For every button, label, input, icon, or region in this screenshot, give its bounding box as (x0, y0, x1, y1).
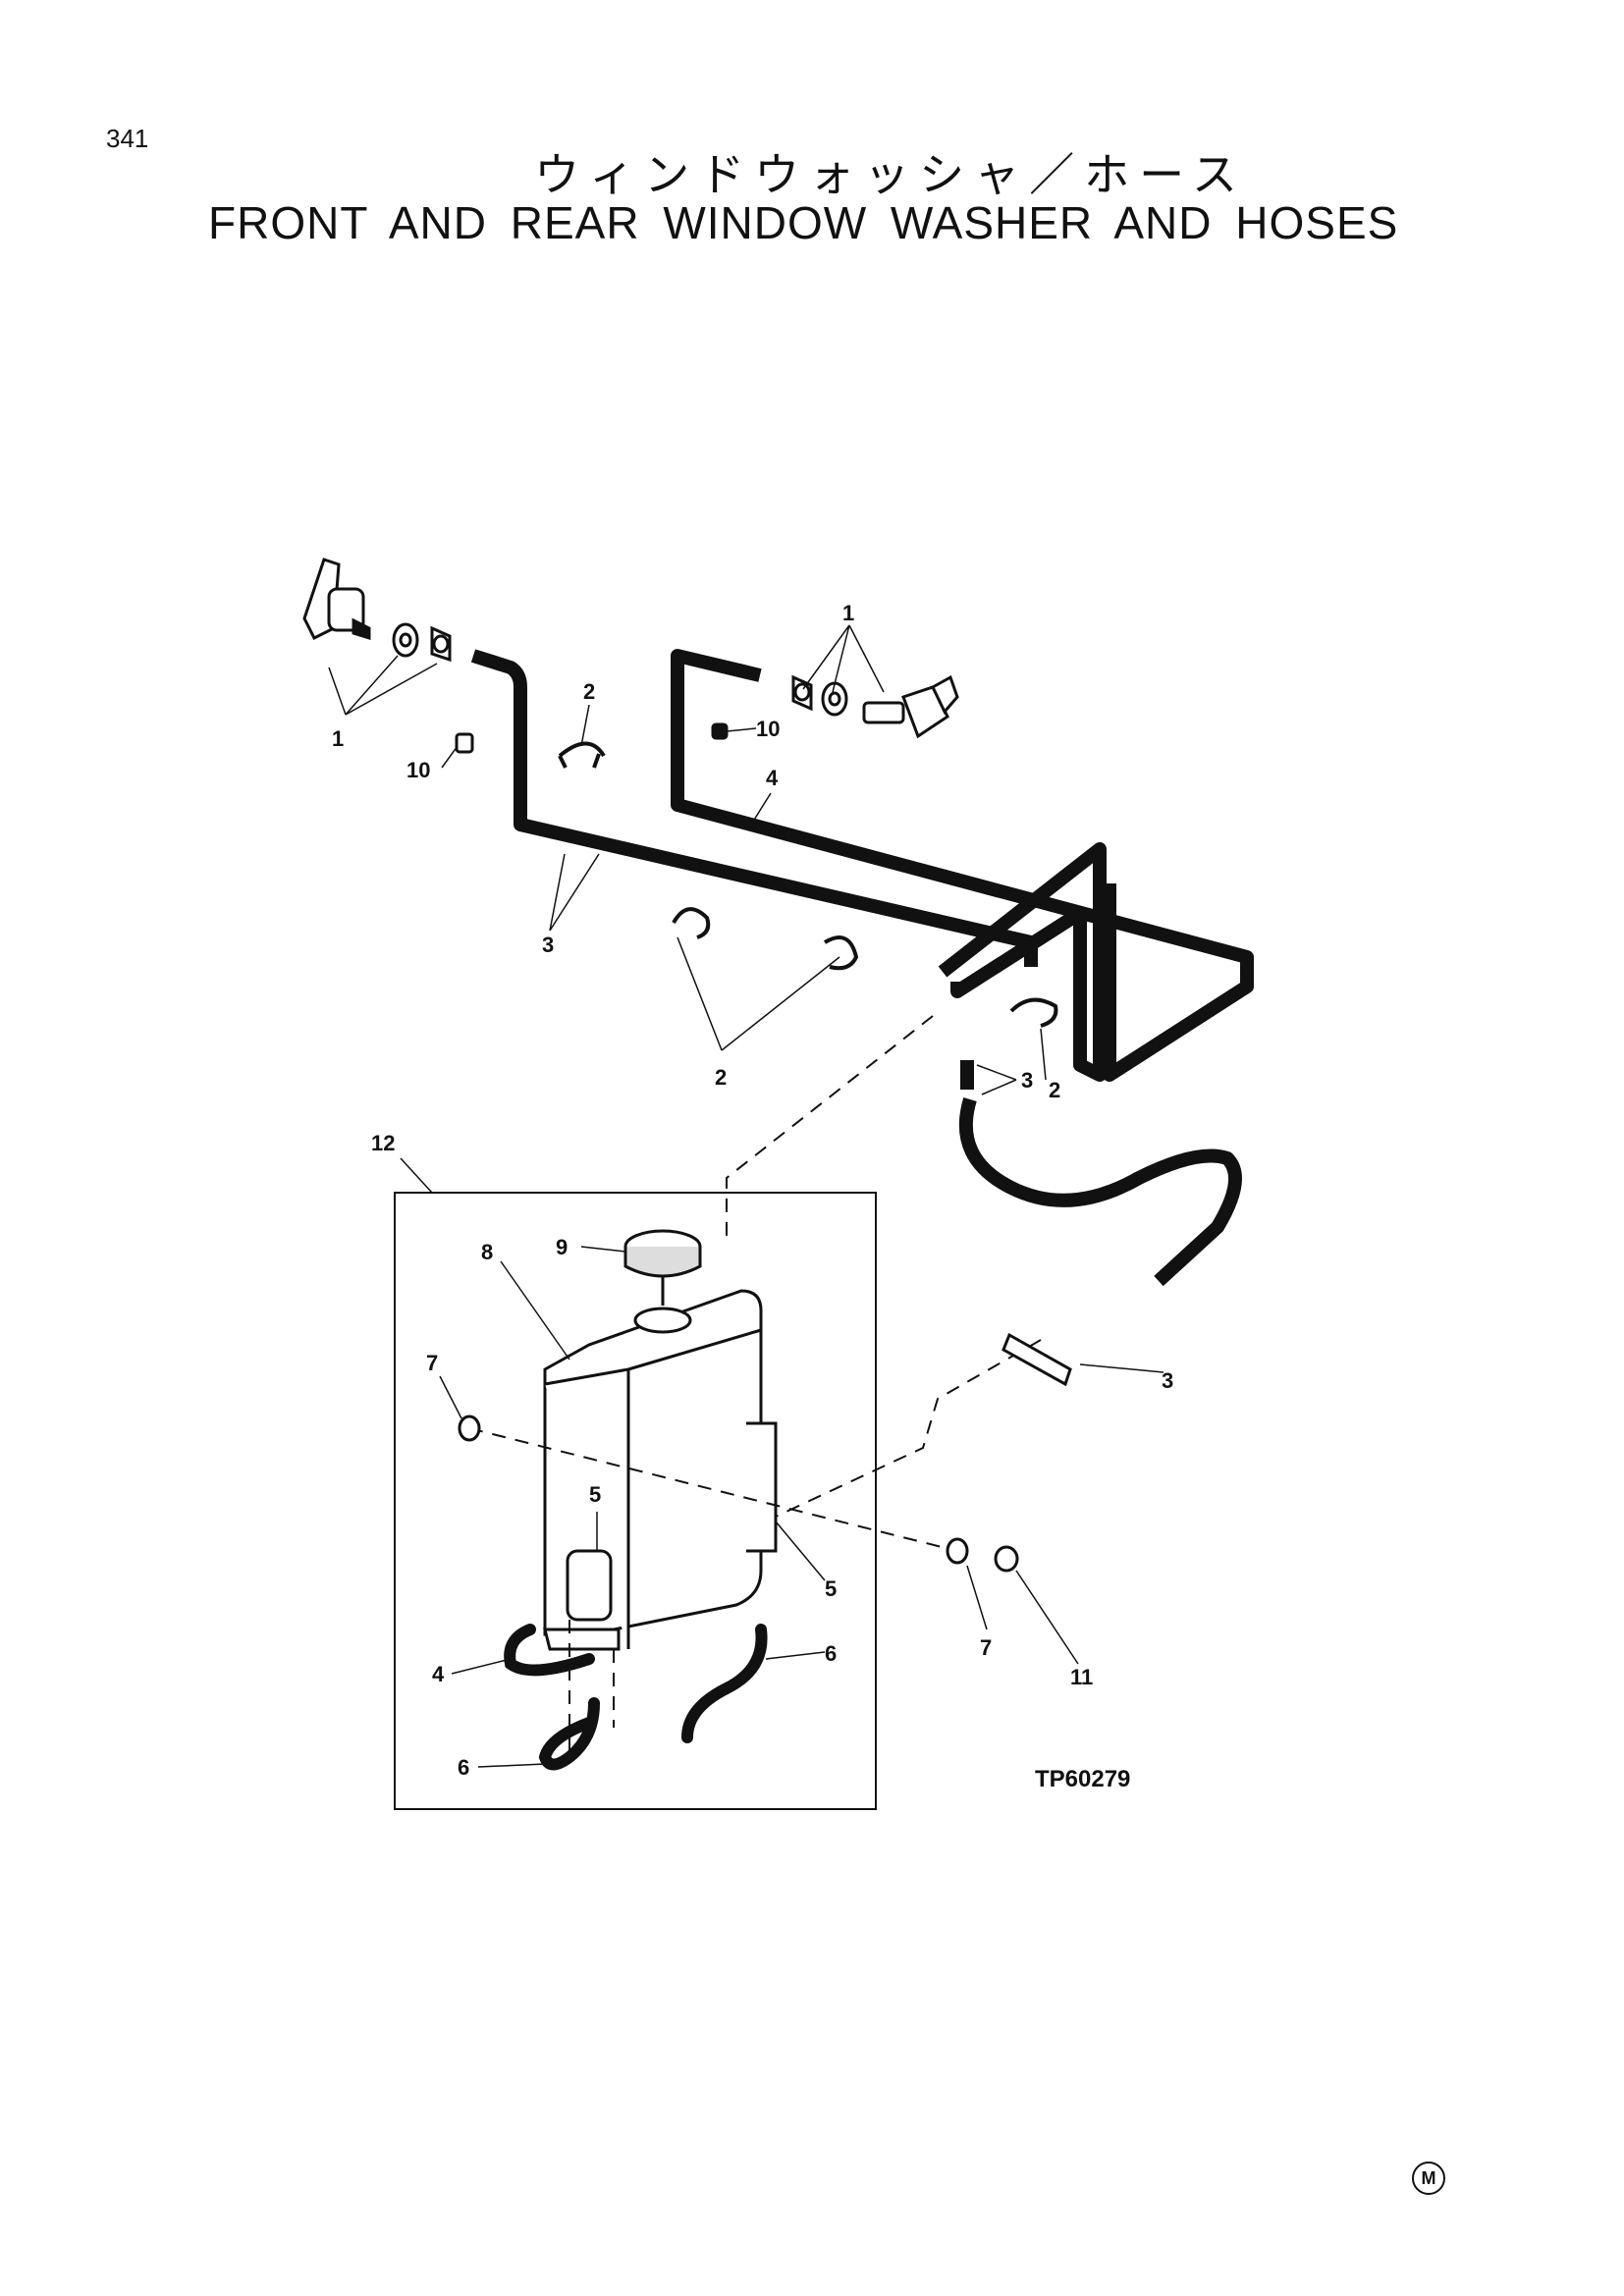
callout-7-right: 7 (980, 1635, 992, 1660)
title-english: FRONT AND REAR WINDOW WASHER AND HOSES (208, 197, 1399, 248)
tank-hoses (504, 1624, 768, 1771)
callout-leaders (328, 624, 1164, 1768)
reservoir-box (394, 1192, 877, 1810)
callout-3-right: 3 (1021, 1068, 1033, 1093)
callout-11: 11 (1070, 1665, 1093, 1689)
callout-9: 9 (556, 1235, 568, 1259)
callout-6-bottom: 6 (458, 1755, 469, 1780)
callout-2-lower: 2 (715, 1065, 727, 1090)
callout-12: 12 (371, 1131, 395, 1155)
callout-10-right: 10 (756, 717, 780, 741)
check-valve-group (455, 722, 729, 754)
callout-1-left: 1 (332, 726, 344, 751)
title-japanese: ウィンドウォッシャ／ホース (534, 148, 1247, 201)
callout-1-right: 1 (842, 601, 854, 625)
right-nozzle-group (791, 674, 959, 739)
callout-3-upper: 3 (542, 933, 554, 957)
callout-2-right: 2 (1049, 1078, 1060, 1102)
callout-4-lower: 4 (432, 1662, 445, 1686)
callout-labels: 1 1 2 10 10 4 3 2 3 2 12 9 8 7 5 5 3 7 1… (332, 601, 1173, 1792)
grommet-group (458, 1332, 1072, 1573)
callout-7-left: 7 (426, 1351, 438, 1375)
callout-3-lower: 3 (1162, 1368, 1173, 1393)
callout-6-right: 6 (825, 1641, 837, 1666)
registered-mark-icon: M (1412, 2162, 1445, 2195)
hose-clips (558, 741, 1058, 1028)
left-nozzle-group (302, 558, 452, 663)
figure-code: TP60279 (1035, 1766, 1130, 1792)
upper-hose-assembly (470, 649, 1254, 1287)
callout-4-upper: 4 (766, 766, 779, 790)
callout-2-top: 2 (583, 679, 595, 704)
dashed-leaders (468, 1015, 1042, 1757)
washer-tank (543, 1229, 778, 1651)
callout-8: 8 (481, 1240, 493, 1264)
callout-5-right: 5 (825, 1576, 837, 1601)
callout-5-top: 5 (589, 1482, 601, 1507)
page-number: 341 (106, 124, 149, 153)
callout-10-left: 10 (406, 758, 430, 782)
